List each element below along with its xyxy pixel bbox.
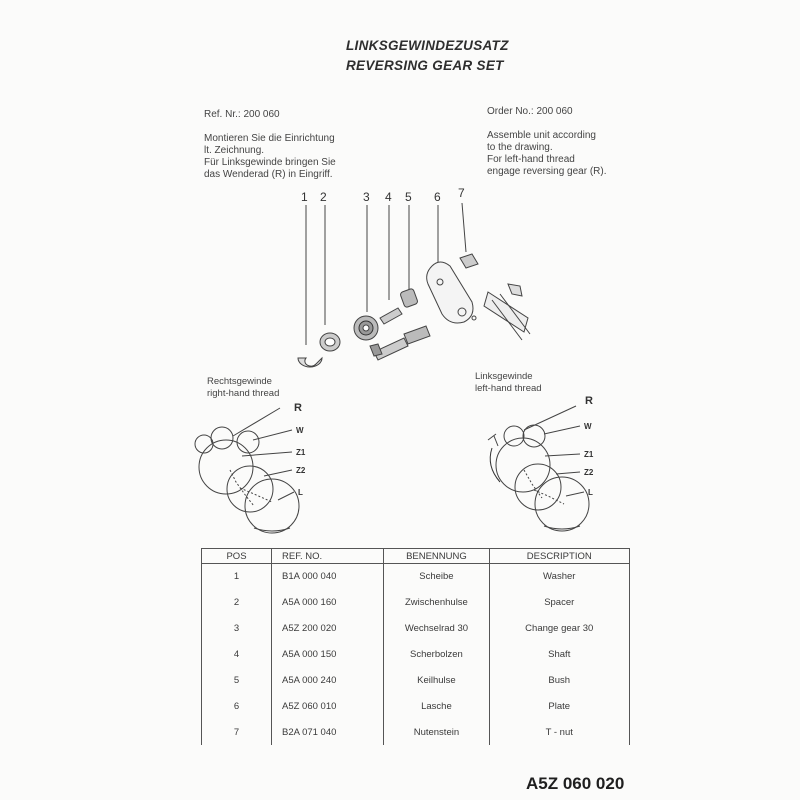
cell-pos: 2 <box>233 597 240 609</box>
instruction-de-line-3: Für Linksgewinde bringen Sie <box>204 157 336 168</box>
instruction-en-line-1: Assemble unit according <box>487 130 596 141</box>
cell-description: T - nut <box>488 719 630 746</box>
cell-ref: B1A 000 040 <box>270 563 384 590</box>
parts-table: POS REF. NO. BENENNUNG DESCRIPTION 1 B1A… <box>201 548 630 746</box>
cell-description: Spacer <box>488 589 630 616</box>
header-benennung: BENENNUNG <box>383 548 489 564</box>
instruction-de-line-4: das Wenderad (R) in Eingriff. <box>204 169 333 180</box>
table-row: 5 A5A 000 240 Keilhulse Bush <box>202 667 630 694</box>
left-hand-gear-train <box>487 405 590 532</box>
cell-ref: A5A 000 160 <box>270 589 384 616</box>
title-german: LINKSGEWINDEZUSATZ <box>346 38 509 53</box>
right-label-z2: Z2 <box>584 468 594 477</box>
table-row: 6 A5Z 060 010 Lasche Plate <box>202 693 630 720</box>
callout-5: 5 <box>405 190 412 204</box>
callout-2: 2 <box>320 190 327 204</box>
right-hand-caption-en: right-hand thread <box>207 388 280 399</box>
table-row: 2 A5A 000 160 Zwischenhulse Spacer <box>202 589 630 616</box>
left-label-r: R <box>294 402 302 414</box>
cell-pos: 7 <box>233 726 240 738</box>
left-label-z1: Z1 <box>296 448 306 457</box>
left-hand-caption-de: Linksgewinde <box>475 371 533 382</box>
cell-benennung: Wechselrad 30 <box>383 615 489 642</box>
left-label-l: L <box>298 488 303 497</box>
instruction-de-line-1: Montieren Sie die Einrichtung <box>204 133 335 144</box>
cell-description: Bush <box>488 667 630 694</box>
cell-pos: 1 <box>233 571 240 583</box>
table-row: 7 B2A 071 040 Nutenstein T - nut <box>202 719 630 746</box>
callout-4: 4 <box>385 190 392 204</box>
right-label-l: L <box>588 488 593 497</box>
table-row: 4 A5A 000 150 Scherbolzen Shaft <box>202 641 630 668</box>
cell-benennung: Zwischenhulse <box>383 589 489 616</box>
left-label-z2: Z2 <box>296 466 306 475</box>
left-hand-caption-en: left-hand thread <box>475 383 542 394</box>
table-header-row: POS REF. NO. BENENNUNG DESCRIPTION <box>201 548 630 564</box>
table-row: 3 A5Z 200 020 Wechselrad 30 Change gear … <box>202 615 630 642</box>
cell-ref: A5A 000 150 <box>270 641 384 668</box>
cell-pos: 3 <box>233 623 240 635</box>
cell-description: Washer <box>488 563 630 590</box>
cell-description: Change gear 30 <box>488 615 630 642</box>
header-pos: POS <box>201 548 272 564</box>
header-ref-no: REF. NO. <box>270 548 384 564</box>
callout-6: 6 <box>434 190 441 204</box>
cell-benennung: Nutenstein <box>383 719 489 746</box>
callout-3: 3 <box>363 190 370 204</box>
cell-ref: B2A 071 040 <box>270 719 384 746</box>
cell-benennung: Scheibe <box>383 563 489 590</box>
cell-pos: 5 <box>233 675 240 686</box>
document-number: A5Z 060 020 <box>526 774 625 793</box>
right-hand-gear-train <box>194 407 300 534</box>
instruction-en-line-4: engage reversing gear (R). <box>487 166 607 177</box>
cell-ref: A5Z 200 020 <box>270 615 384 642</box>
cell-benennung: Lasche <box>383 693 489 720</box>
order-number: Order No.: 200 060 <box>487 106 573 117</box>
right-hand-caption-de: Rechtsgewinde <box>207 376 272 387</box>
instruction-en-line-2: to the drawing. <box>487 142 553 153</box>
callout-1: 1 <box>301 190 308 204</box>
cell-benennung: Scherbolzen <box>383 641 489 668</box>
cell-ref: A5A 000 240 <box>270 667 384 694</box>
left-label-w: W <box>296 426 304 435</box>
cell-description: Plate <box>488 693 630 720</box>
cell-pos: 6 <box>233 700 240 712</box>
cell-ref: A5Z 060 010 <box>270 693 384 720</box>
right-label-r: R <box>585 395 593 407</box>
title-english: REVERSING GEAR SET <box>346 58 504 73</box>
callout-7: 7 <box>458 186 465 200</box>
right-label-w: W <box>584 422 592 431</box>
cell-pos: 4 <box>233 649 240 661</box>
ref-number: Ref. Nr.: 200 060 <box>204 109 280 120</box>
cell-description: Shaft <box>488 641 630 668</box>
header-description: DESCRIPTION <box>488 548 630 564</box>
instruction-en-line-3: For left-hand thread <box>487 154 575 165</box>
table-row: 1 B1A 000 040 Scheibe Washer <box>202 563 630 590</box>
right-label-z1: Z1 <box>584 450 594 459</box>
cell-benennung: Keilhulse <box>383 667 489 694</box>
instruction-de-line-2: lt. Zeichnung. <box>204 145 265 156</box>
